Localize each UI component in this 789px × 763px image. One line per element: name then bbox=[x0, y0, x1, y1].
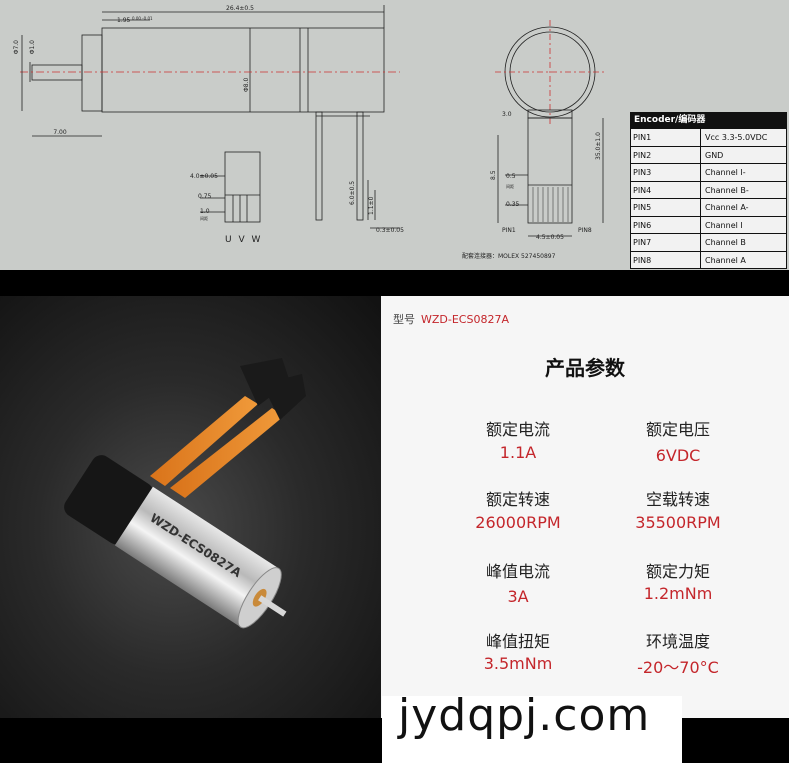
dim-end-45: 4.5±0.05 bbox=[536, 234, 564, 241]
param-value: 3.5mNm bbox=[483, 654, 553, 673]
param-label: 环境温度 bbox=[645, 632, 710, 651]
signal-cell: GND bbox=[705, 150, 724, 160]
dim-end-30: 3.0 bbox=[502, 111, 512, 118]
dim-length-195: 1.95 bbox=[117, 17, 131, 24]
param-value: 35500RPM bbox=[635, 513, 721, 532]
dim-end-05: 0.5 bbox=[506, 173, 516, 180]
pin-cell: PIN1 bbox=[631, 129, 701, 146]
dim-phi7: Φ7.0 bbox=[13, 40, 20, 54]
pin-cell: PIN2 bbox=[631, 146, 701, 163]
motor-illustration: WZD-ECS0827A bbox=[64, 358, 306, 629]
dim-conn-10: 1.0 bbox=[200, 208, 210, 215]
param-label: 额定力矩 bbox=[645, 562, 710, 581]
dim-wire-03: 0.3±0.05 bbox=[376, 227, 404, 234]
param-label: 额定电流 bbox=[485, 420, 550, 439]
table-row: PIN2 GND bbox=[631, 145, 786, 163]
model-label: 型号 bbox=[393, 313, 415, 326]
param-label: 额定电压 bbox=[645, 420, 710, 439]
flex-cable-1 bbox=[150, 396, 258, 486]
param-label: 额定转速 bbox=[485, 490, 550, 509]
param-label: 空载转速 bbox=[645, 490, 710, 509]
pin-cell: PIN7 bbox=[631, 234, 701, 251]
dim-end-gap: 间距 bbox=[506, 183, 514, 189]
motor-shaft bbox=[31, 64, 83, 81]
encoder-table-title: Encoder/编码器 bbox=[631, 113, 786, 128]
connector-note: 配套连接器：MOLEX 527450897 bbox=[462, 252, 556, 260]
table-row: PIN5 Channel A- bbox=[631, 198, 786, 216]
encoder-pin-table: Encoder/编码器 PIN1 Vcc 3.3-5.0VDC PIN2 GND P… bbox=[630, 112, 787, 269]
pin1-label: PIN1 bbox=[502, 227, 516, 234]
signal-cell: Channel A bbox=[705, 255, 746, 265]
dim-phi8: Φ8.0 bbox=[243, 78, 250, 92]
dim-wire-11: 1.1±0 bbox=[368, 196, 375, 215]
param-label: 峰值扭矩 bbox=[485, 632, 550, 651]
signal-cell: Channel I bbox=[705, 220, 743, 230]
motor-body bbox=[101, 27, 385, 113]
dim-phi1: Φ1.0 bbox=[29, 40, 36, 54]
motor-flange bbox=[81, 34, 103, 112]
signal-cell: Channel B- bbox=[705, 185, 749, 195]
dim-length-total: 26.4±0.5 bbox=[226, 5, 254, 12]
cable-connector-2 bbox=[262, 374, 306, 420]
watermark: jydqpj.com bbox=[382, 696, 682, 763]
pin-cell: PIN3 bbox=[631, 164, 701, 181]
param-value: -20～70°C bbox=[637, 658, 719, 677]
uvw-label: U V W bbox=[225, 235, 262, 245]
product-photo: WZD-ECS0827A bbox=[0, 296, 381, 718]
param-value: 1.2mNm bbox=[643, 584, 713, 603]
param-label: 峰值电流 bbox=[485, 562, 550, 581]
dim-conn-4: 4.0±0.05 bbox=[190, 173, 218, 180]
model-value: WZD-ECS0827A bbox=[421, 313, 509, 326]
param-value: 6VDC bbox=[655, 446, 701, 465]
dim-end-035: 0.35 bbox=[506, 201, 520, 208]
table-row: PIN1 Vcc 3.3-5.0VDC bbox=[631, 128, 786, 146]
table-row: PIN7 Channel B bbox=[631, 233, 786, 251]
watermark-text: jydqpj.com bbox=[398, 696, 651, 741]
table-row: PIN3 Channel I- bbox=[631, 163, 786, 181]
pin8-label: PIN8 bbox=[578, 227, 592, 234]
param-value: 26000RPM bbox=[475, 513, 561, 532]
dim-length-7: 7.00 bbox=[53, 129, 67, 136]
dim-end-85: 8.5 bbox=[490, 170, 497, 180]
dim-length-195-tol: 0.00 -0.01 bbox=[132, 16, 153, 21]
pin-cell: PIN8 bbox=[631, 251, 701, 268]
signal-cell: Channel A- bbox=[705, 203, 749, 212]
table-row: PIN4 Channel B- bbox=[631, 180, 786, 198]
motor-body-graphic: WZD-ECS0827A bbox=[64, 455, 287, 629]
pin-cell: PIN5 bbox=[631, 199, 701, 216]
flex-cable-2 bbox=[170, 408, 284, 498]
table-row: PIN6 Channel I bbox=[631, 215, 786, 233]
model-line: 型号 WZD-ECS0827A bbox=[393, 311, 509, 327]
params-title: 产品参数 bbox=[545, 356, 625, 380]
dim-conn-075: 0.75 bbox=[198, 193, 212, 200]
table-row: PIN8 Channel A bbox=[631, 250, 786, 268]
dim-wire-6: 6.0±0.5 bbox=[349, 181, 356, 205]
signal-cell: Vcc 3.3-5.0VDC bbox=[705, 133, 768, 142]
signal-cell: Channel I- bbox=[705, 168, 746, 177]
section-divider bbox=[0, 270, 789, 296]
dim-conn-gap: 间距 bbox=[200, 215, 208, 221]
signal-cell: Channel B bbox=[705, 238, 746, 247]
param-value: 1.1A bbox=[499, 443, 537, 462]
pin-cell: PIN4 bbox=[631, 181, 701, 198]
pin-cell: PIN6 bbox=[631, 216, 701, 233]
param-value: 3A bbox=[507, 587, 529, 606]
drawing-svg: Φ7.0 Φ1.0 26.4±0.5 1.95 0.00 -0.01 Φ8.0 … bbox=[13, 5, 605, 260]
technical-drawing: Φ7.0 Φ1.0 26.4±0.5 1.95 0.00 -0.01 Φ8.0 … bbox=[0, 0, 789, 270]
dim-end-35: 35.0±1.0 bbox=[595, 132, 602, 160]
cable-connector-1 bbox=[240, 358, 290, 406]
